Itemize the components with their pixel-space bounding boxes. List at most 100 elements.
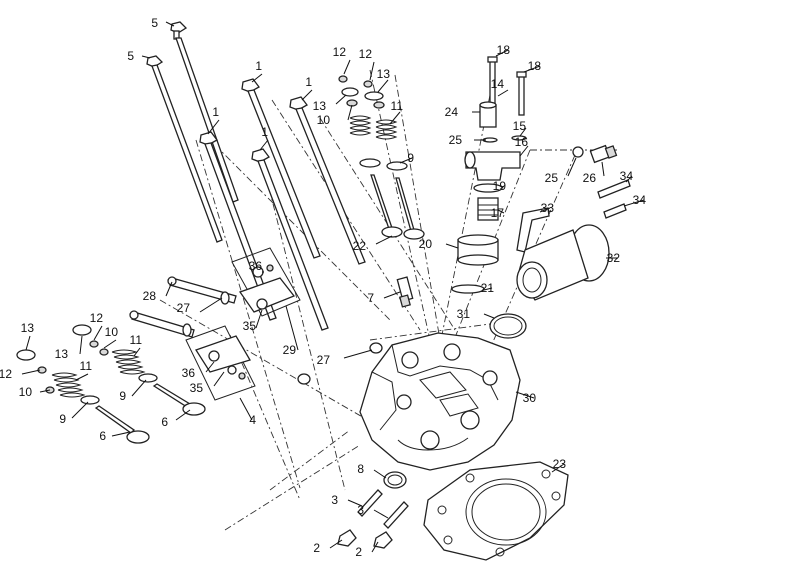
callout-leader — [239, 397, 253, 421]
callout-number: 36 — [249, 259, 263, 273]
callout-leader — [165, 21, 175, 27]
callout-number: 27 — [317, 353, 331, 367]
callout-number: 3 — [357, 503, 364, 517]
callout-leader — [131, 379, 147, 397]
valves-lower — [94, 383, 206, 444]
callout-number: 19 — [493, 179, 507, 193]
callout-leader — [207, 119, 220, 135]
callout-21: 21 — [481, 281, 495, 295]
callout-leader — [329, 539, 343, 549]
callout-number: 5 — [127, 49, 134, 63]
callout-5: 5 — [151, 16, 175, 30]
thermostat-housing — [464, 151, 521, 181]
callout-leader — [519, 127, 527, 137]
callout-12: 12 — [333, 45, 351, 75]
callout-3: 3 — [331, 493, 363, 507]
callout-36: 36 — [182, 361, 215, 380]
callout-32: 32 — [606, 251, 620, 265]
valve-washers-lower — [80, 373, 158, 405]
manifold-bracket — [516, 207, 550, 253]
callout-leader — [133, 347, 141, 357]
callout-26: 26 — [583, 161, 605, 185]
valve-retainers-lower — [16, 324, 109, 394]
head-gasket — [423, 461, 569, 561]
callout-leader — [141, 55, 151, 59]
callout-8: 8 — [357, 462, 387, 479]
callout-number: 22 — [353, 239, 367, 253]
callout-leader — [539, 207, 551, 213]
callout-leader — [335, 94, 347, 105]
housing-orings-small — [482, 135, 527, 143]
callout-leader — [75, 373, 89, 381]
callout-6: 6 — [161, 409, 191, 429]
head-bolt-short-1 — [241, 78, 321, 259]
callout-number: 5 — [151, 16, 158, 30]
callout-28: 28 — [143, 281, 173, 303]
callout-27: 27 — [177, 297, 223, 315]
callout-13: 13 — [21, 321, 34, 351]
callout-leader — [165, 281, 173, 297]
callout-14: 14 — [491, 77, 509, 97]
callout-2: 2 — [355, 541, 379, 559]
callout-9: 9 — [119, 379, 147, 403]
callout-number: 18 — [528, 59, 542, 73]
callout-number: 34 — [620, 169, 634, 183]
callout-number: 9 — [407, 151, 414, 165]
callout-number: 11 — [130, 333, 143, 347]
callout-number: 35 — [243, 319, 257, 333]
callout-number: 7 — [367, 291, 374, 305]
callout-number: 11 — [80, 359, 93, 373]
callout-number: 9 — [59, 412, 66, 426]
callout-1: 1 — [207, 105, 220, 135]
callout-leader — [39, 389, 51, 393]
callout-15: 15 — [513, 119, 527, 137]
callout-number: 17 — [491, 206, 505, 220]
callout-leader — [377, 79, 389, 93]
callout-34: 34 — [620, 169, 634, 183]
callout-leader — [347, 104, 353, 121]
callout-29: 29 — [283, 305, 299, 357]
callout-number: 13 — [313, 99, 327, 113]
callout-30: 30 — [515, 391, 537, 405]
callout-leader — [495, 49, 509, 57]
callout-4: 4 — [239, 397, 256, 427]
callout-25: 25 — [449, 133, 486, 147]
callout-leader — [483, 287, 493, 291]
callout-9: 9 — [59, 401, 89, 426]
callout-leader — [519, 145, 529, 157]
cylinder-head — [359, 332, 521, 471]
stud-nuts — [337, 529, 393, 549]
callout-number: 30 — [523, 391, 537, 405]
manifold-oring — [489, 313, 527, 339]
callout-leader — [175, 409, 191, 421]
callout-leader — [501, 185, 505, 189]
callout-number: 6 — [161, 415, 168, 429]
head-bolt-long-2 — [146, 55, 223, 243]
callout-number: 35 — [190, 381, 204, 395]
callout-leader — [301, 89, 313, 101]
callout-number: 2 — [313, 541, 320, 555]
callout-13: 13 — [313, 94, 347, 113]
callout-number: 25 — [449, 133, 463, 147]
callout-leader — [343, 349, 373, 359]
callout-number: 32 — [607, 251, 621, 265]
callout-number: 12 — [0, 367, 12, 381]
callout-leader — [567, 157, 577, 177]
callout-10: 10 — [103, 325, 118, 349]
callout-25: 25 — [545, 157, 577, 185]
callout-leader — [373, 509, 389, 519]
callout-number: 1 — [261, 125, 268, 139]
valve-seals-washers-upper — [359, 158, 408, 171]
head-bolt-short-2 — [289, 96, 366, 265]
callout-leader — [373, 469, 387, 479]
rocker-assembly-upper — [231, 247, 301, 317]
callout-10: 10 — [317, 104, 353, 127]
callout-number: 14 — [491, 77, 505, 91]
callout-2: 2 — [313, 539, 343, 555]
callout-17: 17 — [491, 206, 505, 220]
callout-number: 1 — [305, 75, 312, 89]
callout-leader — [21, 369, 41, 375]
callout-leader — [371, 541, 379, 553]
callout-18: 18 — [495, 43, 510, 57]
